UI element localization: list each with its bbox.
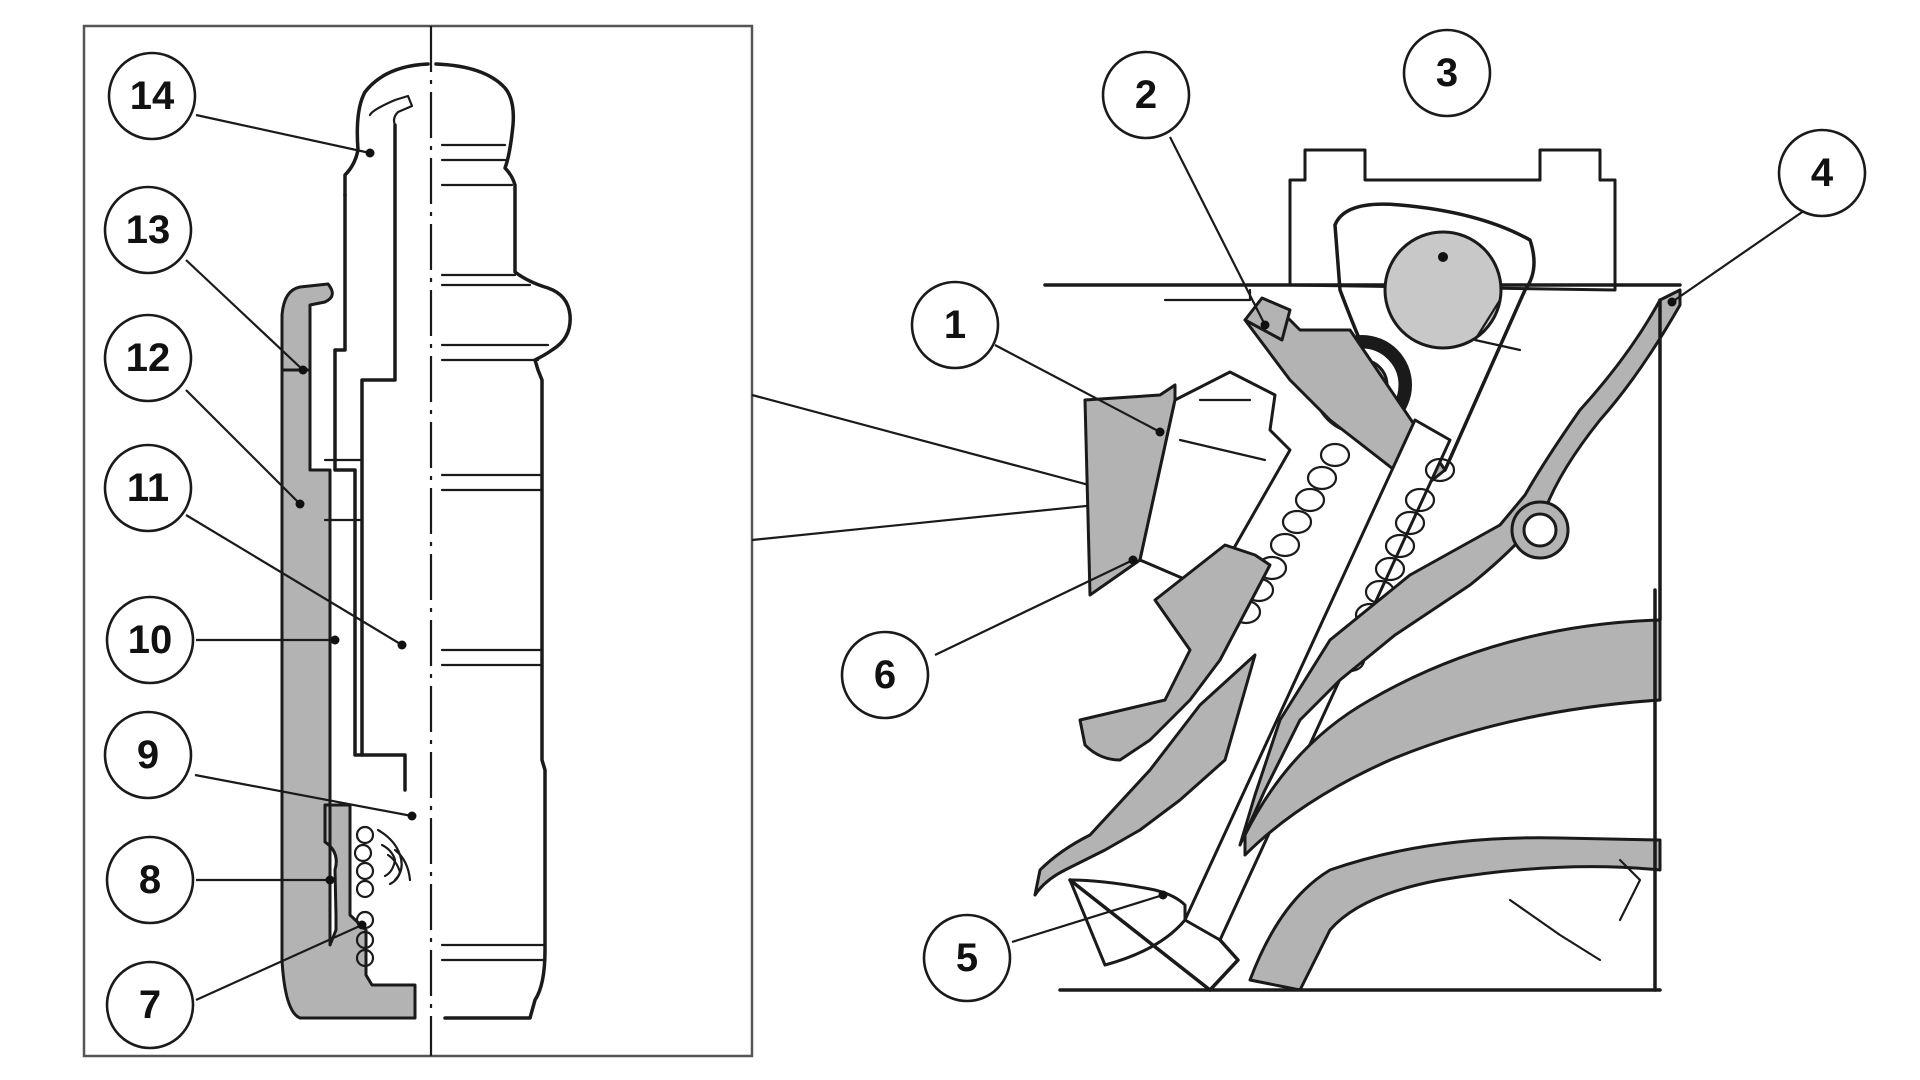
camshaft (1383, 230, 1503, 350)
callout-5: 5 (922, 913, 1012, 1003)
zoom-line-upper (751, 393, 1146, 502)
svg-text:6: 6 (874, 653, 896, 697)
callout-2: 2 (1101, 50, 1191, 140)
detail-frame (82, 24, 754, 1058)
plunger-outline (333, 193, 407, 792)
svg-text:10: 10 (128, 618, 173, 662)
plunger-dome-inner (368, 94, 414, 127)
svg-text:5: 5 (956, 936, 978, 980)
callout-12: 12 (103, 313, 193, 403)
lash-adjuster-contact (1243, 296, 1292, 342)
svg-text:7: 7 (139, 983, 161, 1027)
zoom-line-lower (751, 498, 1146, 542)
callout-1: 1 (910, 280, 1000, 370)
plunger-inner-line (360, 123, 397, 757)
head-wall-port (1033, 653, 1257, 897)
svg-text:8: 8 (139, 858, 161, 902)
svg-text:13: 13 (126, 208, 171, 252)
svg-text:9: 9 (137, 733, 159, 777)
svg-text:4: 4 (1811, 151, 1834, 195)
lash-adjuster (1138, 370, 1292, 592)
callout-6: 6 (840, 630, 930, 720)
tappet-detail-panel (82, 24, 1146, 1058)
callout-7: 7 (105, 960, 195, 1050)
callout-4: 4 (1777, 128, 1867, 218)
head-wall-right (1238, 288, 1682, 847)
svg-text:1: 1 (944, 303, 966, 347)
check-ball-spring (353, 825, 412, 968)
svg-text:3: 3 (1436, 51, 1458, 95)
callout-9: 9 (103, 710, 193, 800)
callout-14: 14 (107, 51, 197, 141)
callout-8: 8 (105, 835, 195, 925)
plunger-dome (343, 62, 430, 197)
cylinder-head-section (1033, 148, 1682, 992)
callout-13: 13 (103, 185, 193, 275)
head-wall-left (1078, 543, 1272, 762)
callout-10: 10 (105, 595, 195, 685)
svg-text:14: 14 (130, 74, 175, 118)
svg-text:11: 11 (127, 466, 169, 510)
tappet-collar (280, 282, 334, 372)
water-jacket-outline (1653, 298, 1662, 992)
svg-text:12: 12 (126, 336, 171, 380)
callout-3: 3 (1402, 28, 1492, 118)
svg-text:2: 2 (1135, 73, 1157, 117)
head-wall-bottom (1248, 836, 1662, 992)
leader-lines (185, 113, 1809, 1002)
callout-11: 11 (103, 443, 193, 533)
tappet-exterior-right (434, 62, 572, 1020)
